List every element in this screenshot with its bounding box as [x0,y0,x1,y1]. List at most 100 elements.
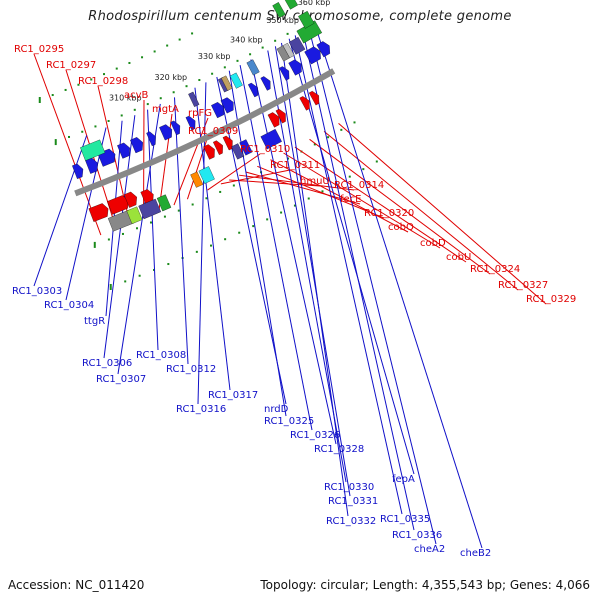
gene-feature[interactable] [190,171,204,188]
gene-label-fepa[interactable]: fepA [392,474,415,485]
gene-label-rc1-0295[interactable]: RC1_0295 [14,44,64,55]
gene-label-rc1-0309[interactable]: RC1_0309 [188,126,238,137]
gene-feature[interactable] [298,10,315,29]
gene-feature[interactable] [188,91,200,107]
gene-label-rc1-0312[interactable]: RC1_0312 [166,364,216,375]
gene-label-rc1-0297[interactable]: RC1_0297 [46,60,96,71]
gene-label-ttgr[interactable]: ttgR [84,316,105,327]
gene-label-rc1-0311[interactable]: RC1_0311 [270,160,320,171]
gene-label-rc1-0328[interactable]: RC1_0328 [314,444,364,455]
minor-tick [138,274,141,277]
gene-feature[interactable] [288,36,306,55]
gene-feature[interactable] [283,0,298,10]
gene-feature[interactable] [260,76,271,91]
gene-feature[interactable] [72,163,84,179]
gene-label-fece[interactable]: fecE [340,194,362,205]
gene-feature[interactable] [198,166,215,184]
genome-summary-text: Topology: circular; Length: 4,355,543 bp… [260,578,590,592]
gene-label-mgta[interactable]: mgtA [152,104,179,115]
scale-tick-label: 350 kbp [266,16,299,25]
gene-feature[interactable] [222,135,233,151]
minor-tick [224,238,227,241]
gene-feature[interactable] [159,124,173,141]
gene-label-rc1-0326[interactable]: RC1_0326 [290,430,340,441]
gene-feature[interactable] [267,112,280,128]
gene-label-rc1-0308[interactable]: RC1_0308 [136,350,186,361]
gene-label-rc1-0316[interactable]: RC1_0316 [176,404,226,415]
gene-label-rc1-0317[interactable]: RC1_0317 [208,390,258,401]
gene-label-hmuu[interactable]: hmuU [300,176,330,187]
gene-label-cheb2[interactable]: cheB2 [460,548,491,559]
gene-feature[interactable] [80,139,106,161]
gene-feature[interactable] [203,144,215,160]
gene-label-rc1-0320[interactable]: RC1_0320 [364,208,414,219]
gene-feature[interactable] [304,46,321,65]
minor-tick [153,268,156,271]
gene-label-rc1-0307[interactable]: RC1_0307 [96,374,146,385]
leader-line [229,179,321,187]
chromosome-backbone [74,68,336,197]
gene-feature[interactable] [299,96,310,111]
gene-label-rc1-0332[interactable]: RC1_0332 [326,516,376,527]
gene-label-rc1-0304[interactable]: RC1_0304 [44,300,94,311]
gene-label-rc1-0335[interactable]: RC1_0335 [380,514,430,525]
gene-feature[interactable] [272,2,286,19]
gene-feature[interactable] [130,137,143,154]
gene-label-rc1-0324[interactable]: RC1_0324 [470,264,520,275]
leader-line [308,27,437,545]
gene-feature[interactable] [239,139,253,156]
gene-label-nrdd[interactable]: nrdD [264,404,289,415]
gene-feature[interactable] [231,143,245,160]
gene-feature[interactable] [156,194,172,212]
gene-feature[interactable] [279,66,290,81]
minor-tick [321,190,324,193]
gene-label-rc1-0310[interactable]: RC1_0310 [240,144,290,155]
gene-feature[interactable] [282,42,295,59]
gene-label-cobq[interactable]: cobQ [388,222,414,233]
gene-feature[interactable] [288,59,302,76]
gene-label-rc1-0327[interactable]: RC1_0327 [498,280,548,291]
gene-label-rc1-0330[interactable]: RC1_0330 [324,482,374,493]
minor-tick [327,136,330,139]
gene-feature[interactable] [117,142,130,159]
gene-feature[interactable] [146,131,156,147]
gene-feature[interactable] [316,41,331,58]
gene-feature[interactable] [123,191,137,208]
gene-label-rc1-0325[interactable]: RC1_0325 [264,416,314,427]
gene-feature[interactable] [220,97,234,114]
leader-line [33,53,102,236]
gene-feature[interactable] [185,115,196,131]
gene-feature[interactable] [211,102,225,119]
gene-label-rc1-0303[interactable]: RC1_0303 [12,286,62,297]
gene-label-cobd[interactable]: cobD [420,238,446,249]
gene-feature[interactable] [170,120,181,136]
gene-feature[interactable] [213,140,223,155]
minor-tick [128,61,131,64]
leader-line [283,152,441,249]
gene-feature[interactable] [85,157,98,174]
gene-label-cobu[interactable]: cobU [446,252,471,263]
gene-feature[interactable] [138,198,162,220]
gene-feature[interactable] [221,75,233,91]
gene-label-rpfg[interactable]: rpFG [188,108,212,119]
gene-feature[interactable] [260,128,282,150]
gene-label-rc1-0331[interactable]: RC1_0331 [328,496,378,507]
gene-label-acvb[interactable]: acvB [124,90,149,101]
gene-feature[interactable] [246,59,260,76]
minor-tick [64,88,67,91]
gene-label-rc1-0329[interactable]: RC1_0329 [526,294,576,305]
gene-feature[interactable] [126,206,143,225]
leader-line [174,97,189,365]
gene-feature[interactable] [88,203,109,222]
gene-label-rc1-0306[interactable]: RC1_0306 [82,358,132,369]
gene-label-rc1-0314[interactable]: RC1_0314 [334,180,384,191]
gene-label-rc1-0298[interactable]: RC1_0298 [78,76,128,87]
gene-label-rc1-0336[interactable]: RC1_0336 [392,530,442,541]
gene-feature[interactable] [275,108,286,124]
gene-feature[interactable] [229,72,243,89]
gene-feature[interactable] [308,90,320,106]
gene-label-chea2[interactable]: cheA2 [414,544,445,555]
leader-line [33,135,88,287]
gene-feature[interactable] [247,82,258,98]
